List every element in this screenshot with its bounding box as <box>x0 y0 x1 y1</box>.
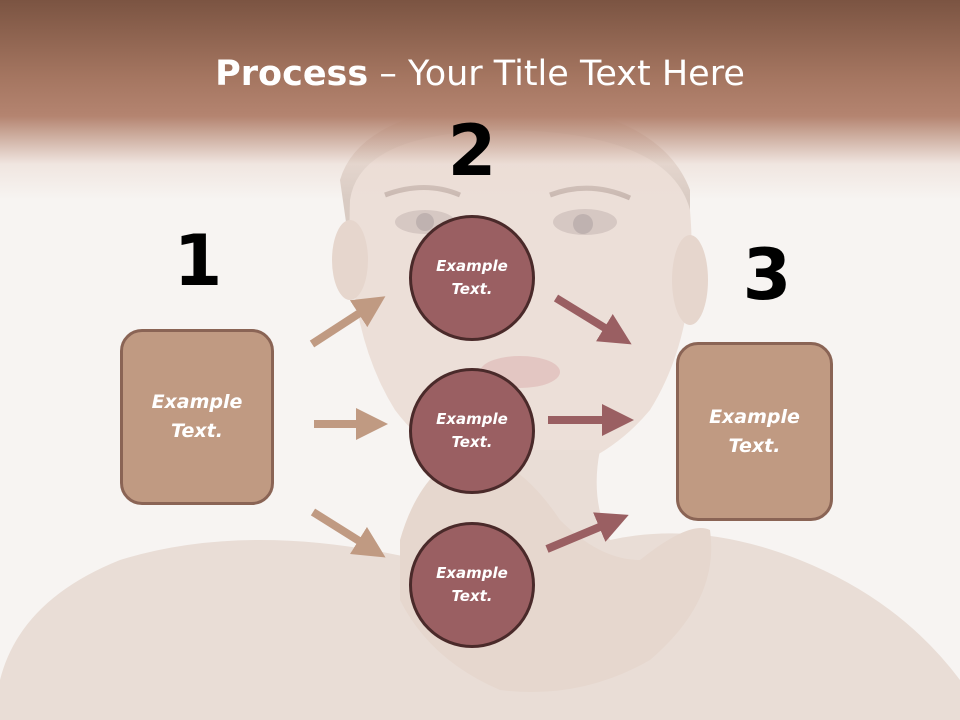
step-number-2: 2 <box>447 110 497 192</box>
arrow-box1-to-circle-top <box>309 296 386 348</box>
title-rest-text: – Your Title Text Here <box>368 54 745 94</box>
arrow-box1-to-circle-bottom <box>310 508 386 558</box>
title-bar <box>0 0 960 200</box>
step-1-box-text: Example Text. <box>151 391 243 442</box>
step-number-1: 1 <box>173 220 223 302</box>
step-2-circle-top[interactable]: Example Text. <box>409 215 535 341</box>
step-1-box[interactable]: Example Text. <box>120 329 274 505</box>
slide-title: Process – Your Title Text Here <box>0 52 960 96</box>
title-bold-text: Process <box>215 54 369 94</box>
step-3-box-text: Example Text. <box>709 405 800 457</box>
step-2-circle-bottom[interactable]: Example Text. <box>409 522 535 648</box>
arrow-circle-bottom-to-box3 <box>545 512 629 553</box>
step-2-circle-bottom-text: Example Text. <box>436 564 508 605</box>
step-2-circle-middle-text: Example Text. <box>436 410 508 451</box>
step-2-circle-middle[interactable]: Example Text. <box>409 368 535 494</box>
step-number-3: 3 <box>742 234 792 316</box>
step-3-box[interactable]: Example Text. <box>676 342 833 521</box>
arrow-circle-top-to-box3 <box>553 294 632 345</box>
step-2-circle-top-text: Example Text. <box>436 257 508 298</box>
